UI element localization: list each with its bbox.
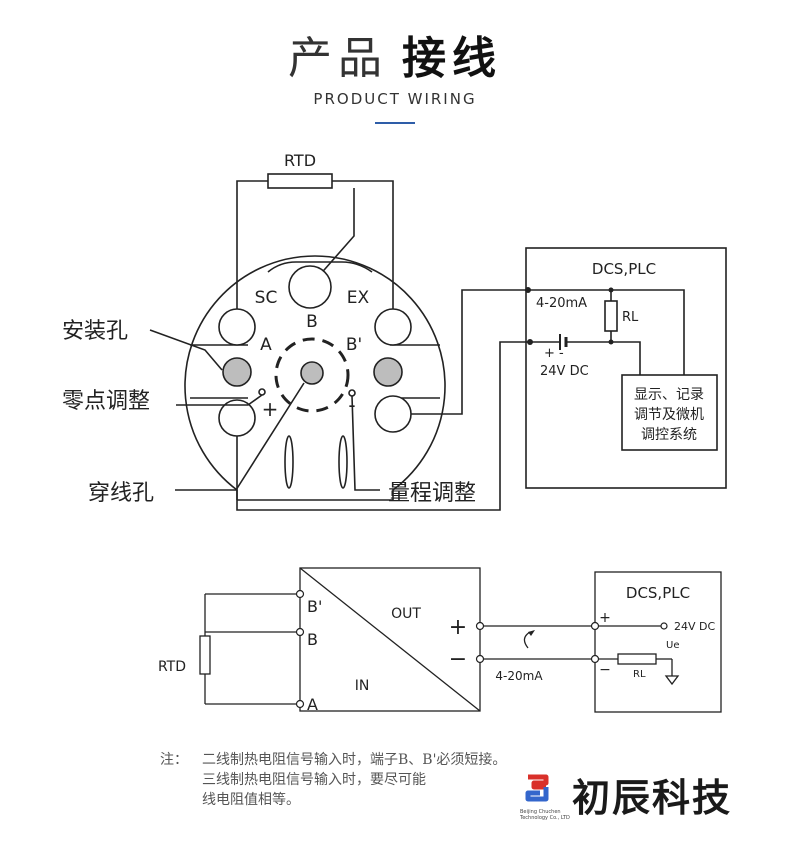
dcs-supply-bottom: 24V DC bbox=[674, 620, 715, 633]
mount-hole-left bbox=[222, 357, 252, 387]
terminal-plus-label: + bbox=[262, 397, 279, 421]
note-line-1: 二线制热电阻信号输入时，端子B、B'必须短接。 bbox=[202, 752, 507, 768]
wiring-note: 注： 二线制热电阻信号输入时，端子B、B'必须短接。 三线制热电阻信号输入时，要尽… bbox=[160, 750, 640, 810]
terminal-minus-screw bbox=[374, 395, 412, 433]
brand-logo-icon bbox=[522, 771, 552, 802]
mount-hole-right bbox=[373, 357, 403, 387]
dcs-top-rail bbox=[528, 289, 685, 375]
callout-zero-adjust: 零点调整 bbox=[62, 389, 150, 414]
note-prefix: 注： bbox=[160, 752, 188, 768]
slot-left bbox=[284, 435, 294, 489]
title-bold: 接线 bbox=[402, 33, 502, 84]
rtd-wire-middle bbox=[309, 188, 355, 287]
title-underline bbox=[375, 122, 415, 124]
leader-mount-hole bbox=[149, 329, 223, 371]
leader-zero-adjust bbox=[176, 394, 263, 406]
system-line-3: 调控系统 bbox=[641, 427, 697, 443]
out-plus: + bbox=[449, 615, 467, 640]
rtd-resistor-top bbox=[267, 173, 333, 189]
center-dashed-ring bbox=[274, 337, 350, 413]
terminal-minus-label: - bbox=[348, 393, 355, 417]
in-label: IN bbox=[355, 678, 370, 694]
terminal-ex-label: EX bbox=[347, 288, 370, 308]
out-label: OUT bbox=[391, 606, 421, 622]
brand-block: 初辰科技 Beijing Chuchen Technology Co., LTD bbox=[520, 765, 780, 825]
rl-resistor-top bbox=[604, 300, 618, 332]
current-arrow bbox=[523, 631, 531, 649]
system-box bbox=[621, 374, 718, 451]
brand-english: Beijing Chuchen Technology Co., LTD bbox=[520, 809, 570, 821]
leader-wire-hole bbox=[175, 382, 305, 491]
terminal-sc-label: SC bbox=[255, 288, 278, 308]
page-title: 产品接线 bbox=[0, 22, 790, 86]
dcs-plus-bottom: + bbox=[599, 610, 611, 626]
current-label-bottom: 4-20mA bbox=[495, 669, 543, 683]
note-row-1: 注： 二线制热电阻信号输入时，端子B、B'必须短接。 bbox=[160, 750, 640, 770]
ground-symbol bbox=[664, 675, 680, 686]
dcs-ue-label: Ue bbox=[666, 640, 679, 651]
page-subtitle: PRODUCT WIRING bbox=[313, 90, 477, 108]
note-line-2: 三线制热电阻信号输入时，要尽可能 bbox=[202, 772, 426, 788]
rtd-wire-left bbox=[236, 180, 268, 318]
rtd-label-top: RTD bbox=[284, 151, 316, 170]
dcs-box-bottom bbox=[594, 571, 722, 713]
terminal-a-label: A bbox=[260, 335, 272, 355]
system-line-1: 显示、记录 bbox=[634, 387, 704, 403]
callout-wire-hole: 穿线孔 bbox=[88, 481, 154, 506]
dcs-minus-bottom: − bbox=[599, 662, 611, 678]
dcs-supply-top: 24V DC bbox=[540, 364, 589, 379]
loop-wire-plus bbox=[236, 341, 530, 511]
dcs-current-top: 4-20mA bbox=[536, 296, 587, 311]
zero-adjust-point bbox=[258, 388, 266, 396]
loop-wire-minus bbox=[411, 289, 528, 415]
note-line-3: 线电阻值相等。 bbox=[202, 792, 300, 808]
rtd-label-bottom: RTD bbox=[158, 659, 186, 675]
slot-right bbox=[338, 435, 348, 489]
leader-range-adjust bbox=[351, 395, 380, 491]
note-row-3: 线电阻值相等。 bbox=[160, 790, 640, 810]
top-slot bbox=[267, 261, 373, 273]
out-minus: − bbox=[449, 647, 467, 672]
converter-diagonal bbox=[299, 567, 481, 712]
rtd-wire-right bbox=[332, 180, 394, 318]
callout-mount-hole: 安装孔 bbox=[62, 319, 128, 344]
dcs-rl-bottom: RL bbox=[633, 669, 646, 680]
converter-box bbox=[299, 567, 481, 712]
brand-name: 初辰科技 bbox=[572, 776, 733, 820]
terminal-bprime-label: B' bbox=[346, 335, 362, 355]
terminal-b-label: B bbox=[306, 312, 318, 332]
terminal-a-bottom: A bbox=[307, 695, 318, 714]
dcs-title-bottom: DCS,PLC bbox=[626, 584, 690, 602]
dcs-bottom-rail bbox=[566, 341, 641, 375]
terminal-b-screw bbox=[288, 265, 332, 309]
title-light: 产品 bbox=[288, 33, 388, 84]
terminal-b-bottom: B bbox=[307, 630, 318, 649]
dcs-box-top bbox=[525, 247, 727, 489]
rtd-resistor-bottom bbox=[199, 635, 211, 675]
dcs-supply-sign: + - bbox=[544, 346, 564, 361]
dcs-rl-top: RL bbox=[622, 310, 639, 325]
rl-resistor-bottom bbox=[617, 653, 657, 665]
terminal-bprime-screw bbox=[374, 308, 412, 346]
wire-hole-center bbox=[300, 361, 324, 385]
terminal-bprime-bottom: B' bbox=[307, 597, 322, 616]
system-line-2: 调节及微机 bbox=[634, 407, 704, 423]
callout-range-adjust: 量程调整 bbox=[388, 481, 476, 506]
dcs-title-top: DCS,PLC bbox=[592, 260, 656, 278]
note-row-2: 三线制热电阻信号输入时，要尽可能 bbox=[160, 770, 640, 790]
transmitter-body bbox=[184, 255, 446, 500]
terminal-a-screw bbox=[218, 308, 256, 346]
